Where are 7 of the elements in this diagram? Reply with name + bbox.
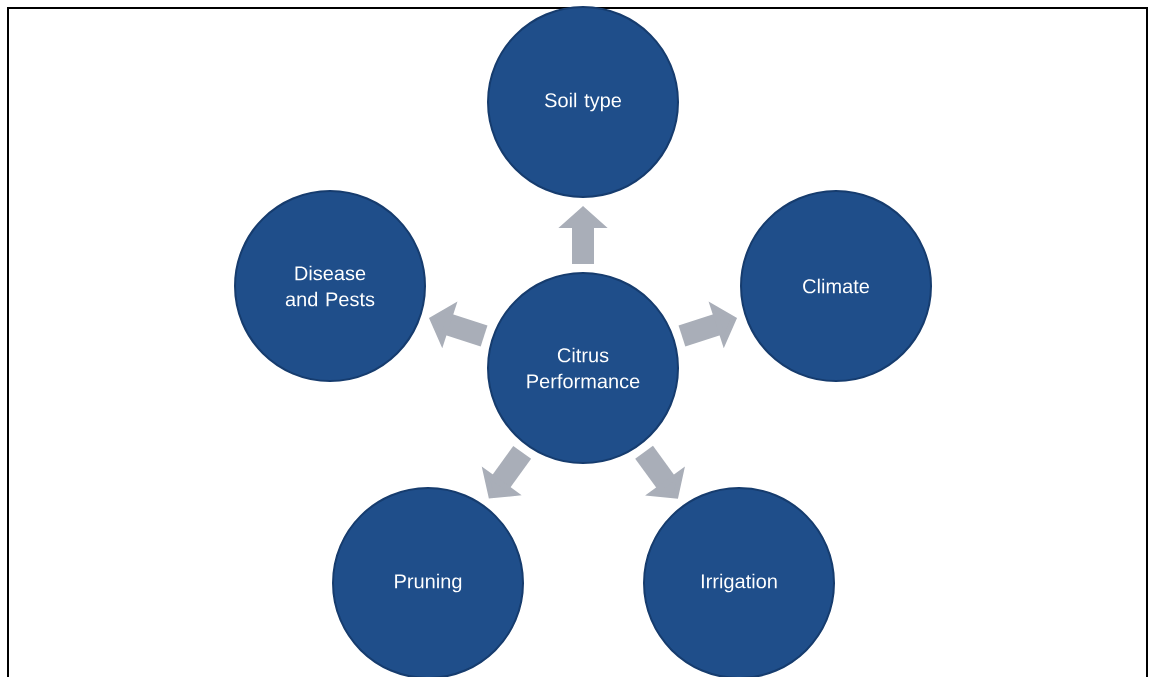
circle-node: Disease and Pests [234, 190, 426, 382]
block-arrow [635, 445, 685, 499]
circle-node: Citrus Performance [487, 272, 679, 464]
circle-node: Irrigation [643, 487, 835, 677]
circle-node: Soil type [487, 6, 679, 198]
circle-node: Pruning [332, 487, 524, 677]
circle-node: Climate [740, 190, 932, 382]
